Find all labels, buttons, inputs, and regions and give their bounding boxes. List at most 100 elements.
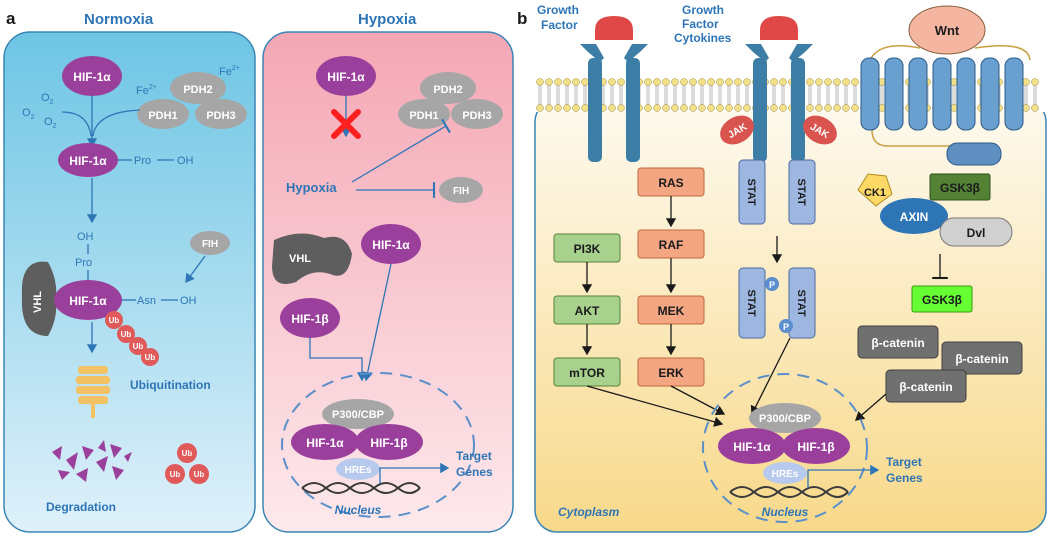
- dvl-anchor: [946, 142, 1002, 166]
- gsk3b-free-label: GSK3β: [922, 293, 962, 307]
- stat-p-node-1: [738, 267, 766, 339]
- rtk-receptor-1: [580, 44, 648, 162]
- hyp-arrow-hif1a-nucleus: [362, 263, 392, 382]
- hyp-hres-label: HREs: [345, 465, 372, 476]
- stat-node-1: [738, 159, 766, 225]
- oh-label-2: OH: [77, 231, 94, 243]
- hyp-nuc-hif1b-oval: [355, 424, 423, 460]
- inhibition-x-icon: [331, 109, 361, 139]
- beta-catenin-node-3: [885, 369, 967, 403]
- free-ub-3: [189, 464, 209, 484]
- free-ub-label-1: Ub: [182, 449, 193, 458]
- ub-label-4: Ub: [145, 353, 156, 362]
- gsk3b-free-node: [911, 285, 973, 313]
- hypoxia-stimulus-label: Hypoxia: [286, 180, 337, 195]
- stat-label-1: STAT: [745, 178, 757, 205]
- phosphate-1: [765, 277, 779, 291]
- hres-oval-b: [763, 462, 807, 484]
- fe-label-left: Fe2+: [136, 84, 157, 97]
- arrow-mtor-nucleus: [586, 385, 724, 427]
- dna-helix-icon-b: [729, 486, 849, 498]
- inhibit-pdh: [351, 118, 451, 183]
- wnt-label: Wnt: [935, 23, 960, 38]
- nucleus-label-b: Nucleus: [762, 505, 809, 519]
- pro-label-2: Pro: [75, 257, 92, 269]
- hyp-fih-oval: [439, 177, 483, 203]
- hyp-hif1a-oval-top: [316, 56, 376, 96]
- hif1a-label-b: HIF-1α: [733, 440, 771, 454]
- degradation-fragments: [52, 440, 132, 482]
- hyp-nuc-hif1a-oval: [291, 424, 359, 460]
- pdh2-oval: [170, 72, 226, 104]
- o2-label-2: O2: [22, 107, 35, 121]
- dvl-label: Dvl: [967, 226, 986, 240]
- ck1-label: CK1: [864, 187, 886, 199]
- arrow-stat-nucleus: [750, 337, 791, 416]
- panel-a-label: a: [6, 9, 16, 28]
- hif1b-label-b: HIF-1β: [797, 440, 834, 454]
- hyp-pdh2-oval: [420, 72, 476, 104]
- pdh1-oval: [137, 99, 189, 129]
- jak-left: [720, 115, 754, 145]
- hypoxia-title: Hypoxia: [358, 11, 417, 28]
- growth-factor-ligand-2: [760, 16, 798, 40]
- free-ub-2: [165, 464, 185, 484]
- degradation-label: Degradation: [46, 500, 116, 514]
- hif1a-label-bound: HIF-1α: [69, 294, 107, 308]
- hif1a-oval-b: [718, 428, 786, 464]
- pdh1-label: PDH1: [148, 110, 177, 122]
- hyp-hif1a-label-mid: HIF-1α: [372, 238, 410, 252]
- ub-ball-2: [117, 325, 135, 343]
- stat-p-node-2: [788, 267, 816, 339]
- vhl-shape-hypoxia: [272, 233, 352, 284]
- pdh3-oval: [195, 99, 247, 129]
- hyp-hif1b-label: HIF-1β: [291, 312, 328, 326]
- ub-label-3: Ub: [133, 342, 144, 351]
- proteasome-icon: [76, 366, 110, 418]
- ub-ball-1: [105, 311, 123, 329]
- arrow-target-genes-b: [807, 464, 880, 488]
- ub-ball-4: [141, 348, 159, 366]
- ras-label: RAS: [658, 176, 683, 190]
- pro-label-1: Pro: [134, 155, 151, 167]
- gsk3b-complex-node: [929, 173, 991, 201]
- frizzled-receptor: [860, 57, 1024, 131]
- mtor-label: mTOR: [569, 366, 605, 380]
- hyp-p300-oval: [322, 399, 394, 429]
- phosphate-2: [779, 319, 793, 333]
- stat-label-2: STAT: [795, 178, 807, 205]
- phosphate-label-2: P: [783, 322, 789, 332]
- asn-label: Asn: [137, 295, 156, 307]
- erk-label: ERK: [658, 366, 684, 380]
- vhl-shape-normoxia: [21, 261, 57, 336]
- hyp-pdh1-oval: [398, 99, 450, 129]
- hyp-hif1a-oval-mid: [361, 224, 421, 264]
- fih-oval: [190, 231, 230, 255]
- vhl-label-hypoxia: VHL: [289, 253, 311, 265]
- free-ub-label-3: Ub: [194, 470, 205, 479]
- hyp-hres-oval: [336, 458, 380, 480]
- fih-label: FIH: [202, 239, 218, 250]
- hyp-arrow-hif1b-nucleus: [309, 338, 368, 382]
- hif1a-label-top: HIF-1α: [73, 70, 111, 84]
- ubiquitination-label: Ubiquitination: [130, 378, 211, 392]
- beta-catenin-label-1: β-catenin: [871, 336, 924, 350]
- free-ub-label-2: Ub: [170, 470, 181, 479]
- panel-b-label: b: [517, 9, 527, 28]
- wnt-ligand: [908, 5, 986, 55]
- hyp-hif1b-oval: [280, 298, 340, 338]
- ub-label-1: Ub: [109, 316, 120, 325]
- pdh2-label: PDH2: [183, 84, 212, 96]
- axin-node: [880, 198, 948, 234]
- beta-catenin-node-1: [857, 325, 939, 359]
- beta-catenin-label-2: β-catenin: [955, 352, 1008, 366]
- hif1b-oval-b: [782, 428, 850, 464]
- mek-label: MEK: [658, 304, 685, 318]
- jak-right: [803, 115, 837, 145]
- hif1a-oval-bound: [54, 280, 122, 320]
- hyp-nuc-hif1b-label: HIF-1β: [370, 436, 407, 450]
- hyp-pdh2-label: PDH2: [433, 84, 462, 96]
- vhl-label-normoxia: VHL: [32, 291, 44, 313]
- beta-catenin-label-3: β-catenin: [899, 380, 952, 394]
